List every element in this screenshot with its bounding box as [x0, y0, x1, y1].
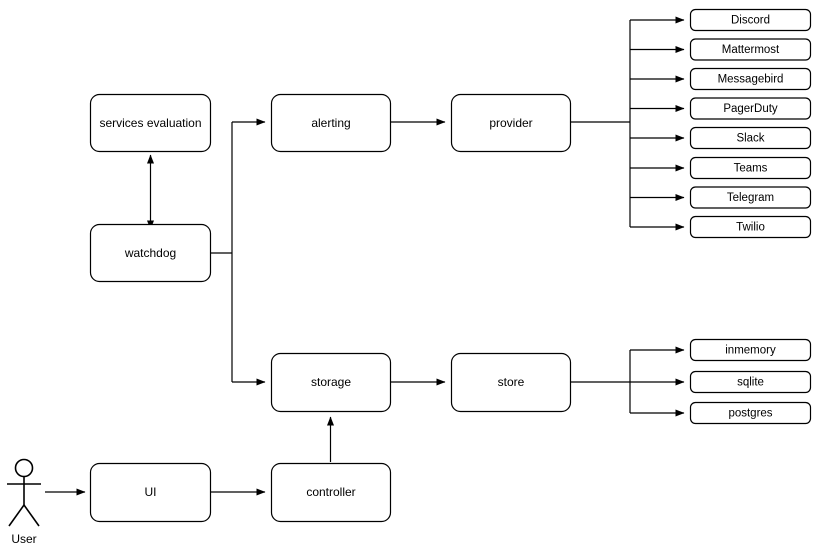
node-provider-label: provider — [489, 116, 532, 130]
provider-item-pagerduty-box[interactable] — [689, 97, 812, 120]
store-item-sqlite[interactable]: sqlite — [689, 370, 812, 394]
provider-item-teams[interactable]: Teams — [689, 156, 812, 180]
provider-item-mattermost[interactable]: Mattermost — [689, 38, 812, 61]
provider-item-mattermost-label: Mattermost — [722, 44, 780, 56]
actor-label: User — [11, 532, 36, 546]
node-watchdog[interactable]: watchdog — [89, 223, 212, 283]
store-item-sqlite-label: sqlite — [737, 377, 764, 389]
node-provider[interactable]: provider — [450, 93, 572, 153]
provider-item-discord-box[interactable] — [689, 8, 812, 32]
provider-item-teams-box[interactable] — [689, 156, 812, 180]
provider-item-discord[interactable]: Discord — [689, 8, 812, 32]
actor-user: User — [7, 458, 41, 546]
provider-item-teams-label: Teams — [734, 163, 768, 175]
node-storage-box[interactable] — [270, 352, 392, 413]
provider-item-twilio-label: Twilio — [736, 222, 765, 234]
node-watchdog-box[interactable] — [89, 223, 212, 283]
store-item-postgres-label: postgres — [728, 408, 772, 420]
provider-item-messagebird-label: Messagebird — [718, 74, 784, 86]
store-item-inmemory-box[interactable] — [689, 338, 812, 362]
provider-item-mattermost-box[interactable] — [689, 38, 812, 61]
store-item-postgres[interactable]: postgres — [689, 401, 812, 425]
node-alerting[interactable]: alerting — [270, 93, 392, 153]
node-ui-label: UI — [145, 485, 157, 499]
provider-item-twilio[interactable]: Twilio — [689, 215, 812, 239]
provider-item-twilio-box[interactable] — [689, 215, 812, 239]
node-controller[interactable]: controller — [270, 462, 392, 523]
node-alerting-label: alerting — [311, 116, 350, 130]
provider-list: Discord Mattermost Messagebird PagerDuty… — [689, 8, 812, 239]
provider-item-slack-box[interactable] — [689, 126, 812, 150]
actor-left-leg-icon — [8, 504, 25, 527]
node-controller-box[interactable] — [270, 462, 392, 523]
provider-item-telegram-box[interactable] — [689, 186, 812, 209]
node-provider-box[interactable] — [450, 93, 572, 153]
node-services-evaluation-box[interactable] — [89, 93, 212, 153]
provider-item-slack[interactable]: Slack — [689, 126, 812, 150]
provider-item-messagebird-box[interactable] — [689, 67, 812, 91]
node-store-box[interactable] — [450, 352, 572, 413]
provider-item-slack-label: Slack — [736, 133, 764, 145]
node-controller-label: controller — [306, 485, 355, 499]
node-storage-label: storage — [311, 375, 351, 389]
node-store-label: store — [498, 375, 525, 389]
node-ui-box[interactable] — [89, 462, 212, 523]
store-item-inmemory[interactable]: inmemory — [689, 338, 812, 362]
store-item-postgres-box[interactable] — [689, 401, 812, 425]
provider-item-discord-label: Discord — [731, 15, 770, 27]
node-storage[interactable]: storage — [270, 352, 392, 413]
actor-right-leg-icon — [23, 504, 40, 527]
edge-layer — [45, 16, 685, 496]
provider-item-pagerduty[interactable]: PagerDuty — [689, 97, 812, 120]
provider-item-telegram-label: Telegram — [727, 192, 774, 204]
node-services-evaluation[interactable]: services evaluation — [89, 93, 212, 153]
provider-item-pagerduty-label: PagerDuty — [723, 103, 778, 115]
node-alerting-box[interactable] — [270, 93, 392, 153]
store-list: inmemory sqlite postgres — [689, 338, 812, 425]
provider-item-messagebird[interactable]: Messagebird — [689, 67, 812, 91]
node-watchdog-label: watchdog — [124, 246, 176, 260]
store-item-sqlite-box[interactable] — [689, 370, 812, 394]
node-ui[interactable]: UI — [89, 462, 212, 523]
provider-item-telegram[interactable]: Telegram — [689, 186, 812, 209]
actor-head-icon — [14, 458, 34, 478]
node-services-evaluation-label: services evaluation — [99, 116, 201, 130]
node-store[interactable]: store — [450, 352, 572, 413]
store-item-inmemory-label: inmemory — [725, 345, 776, 357]
